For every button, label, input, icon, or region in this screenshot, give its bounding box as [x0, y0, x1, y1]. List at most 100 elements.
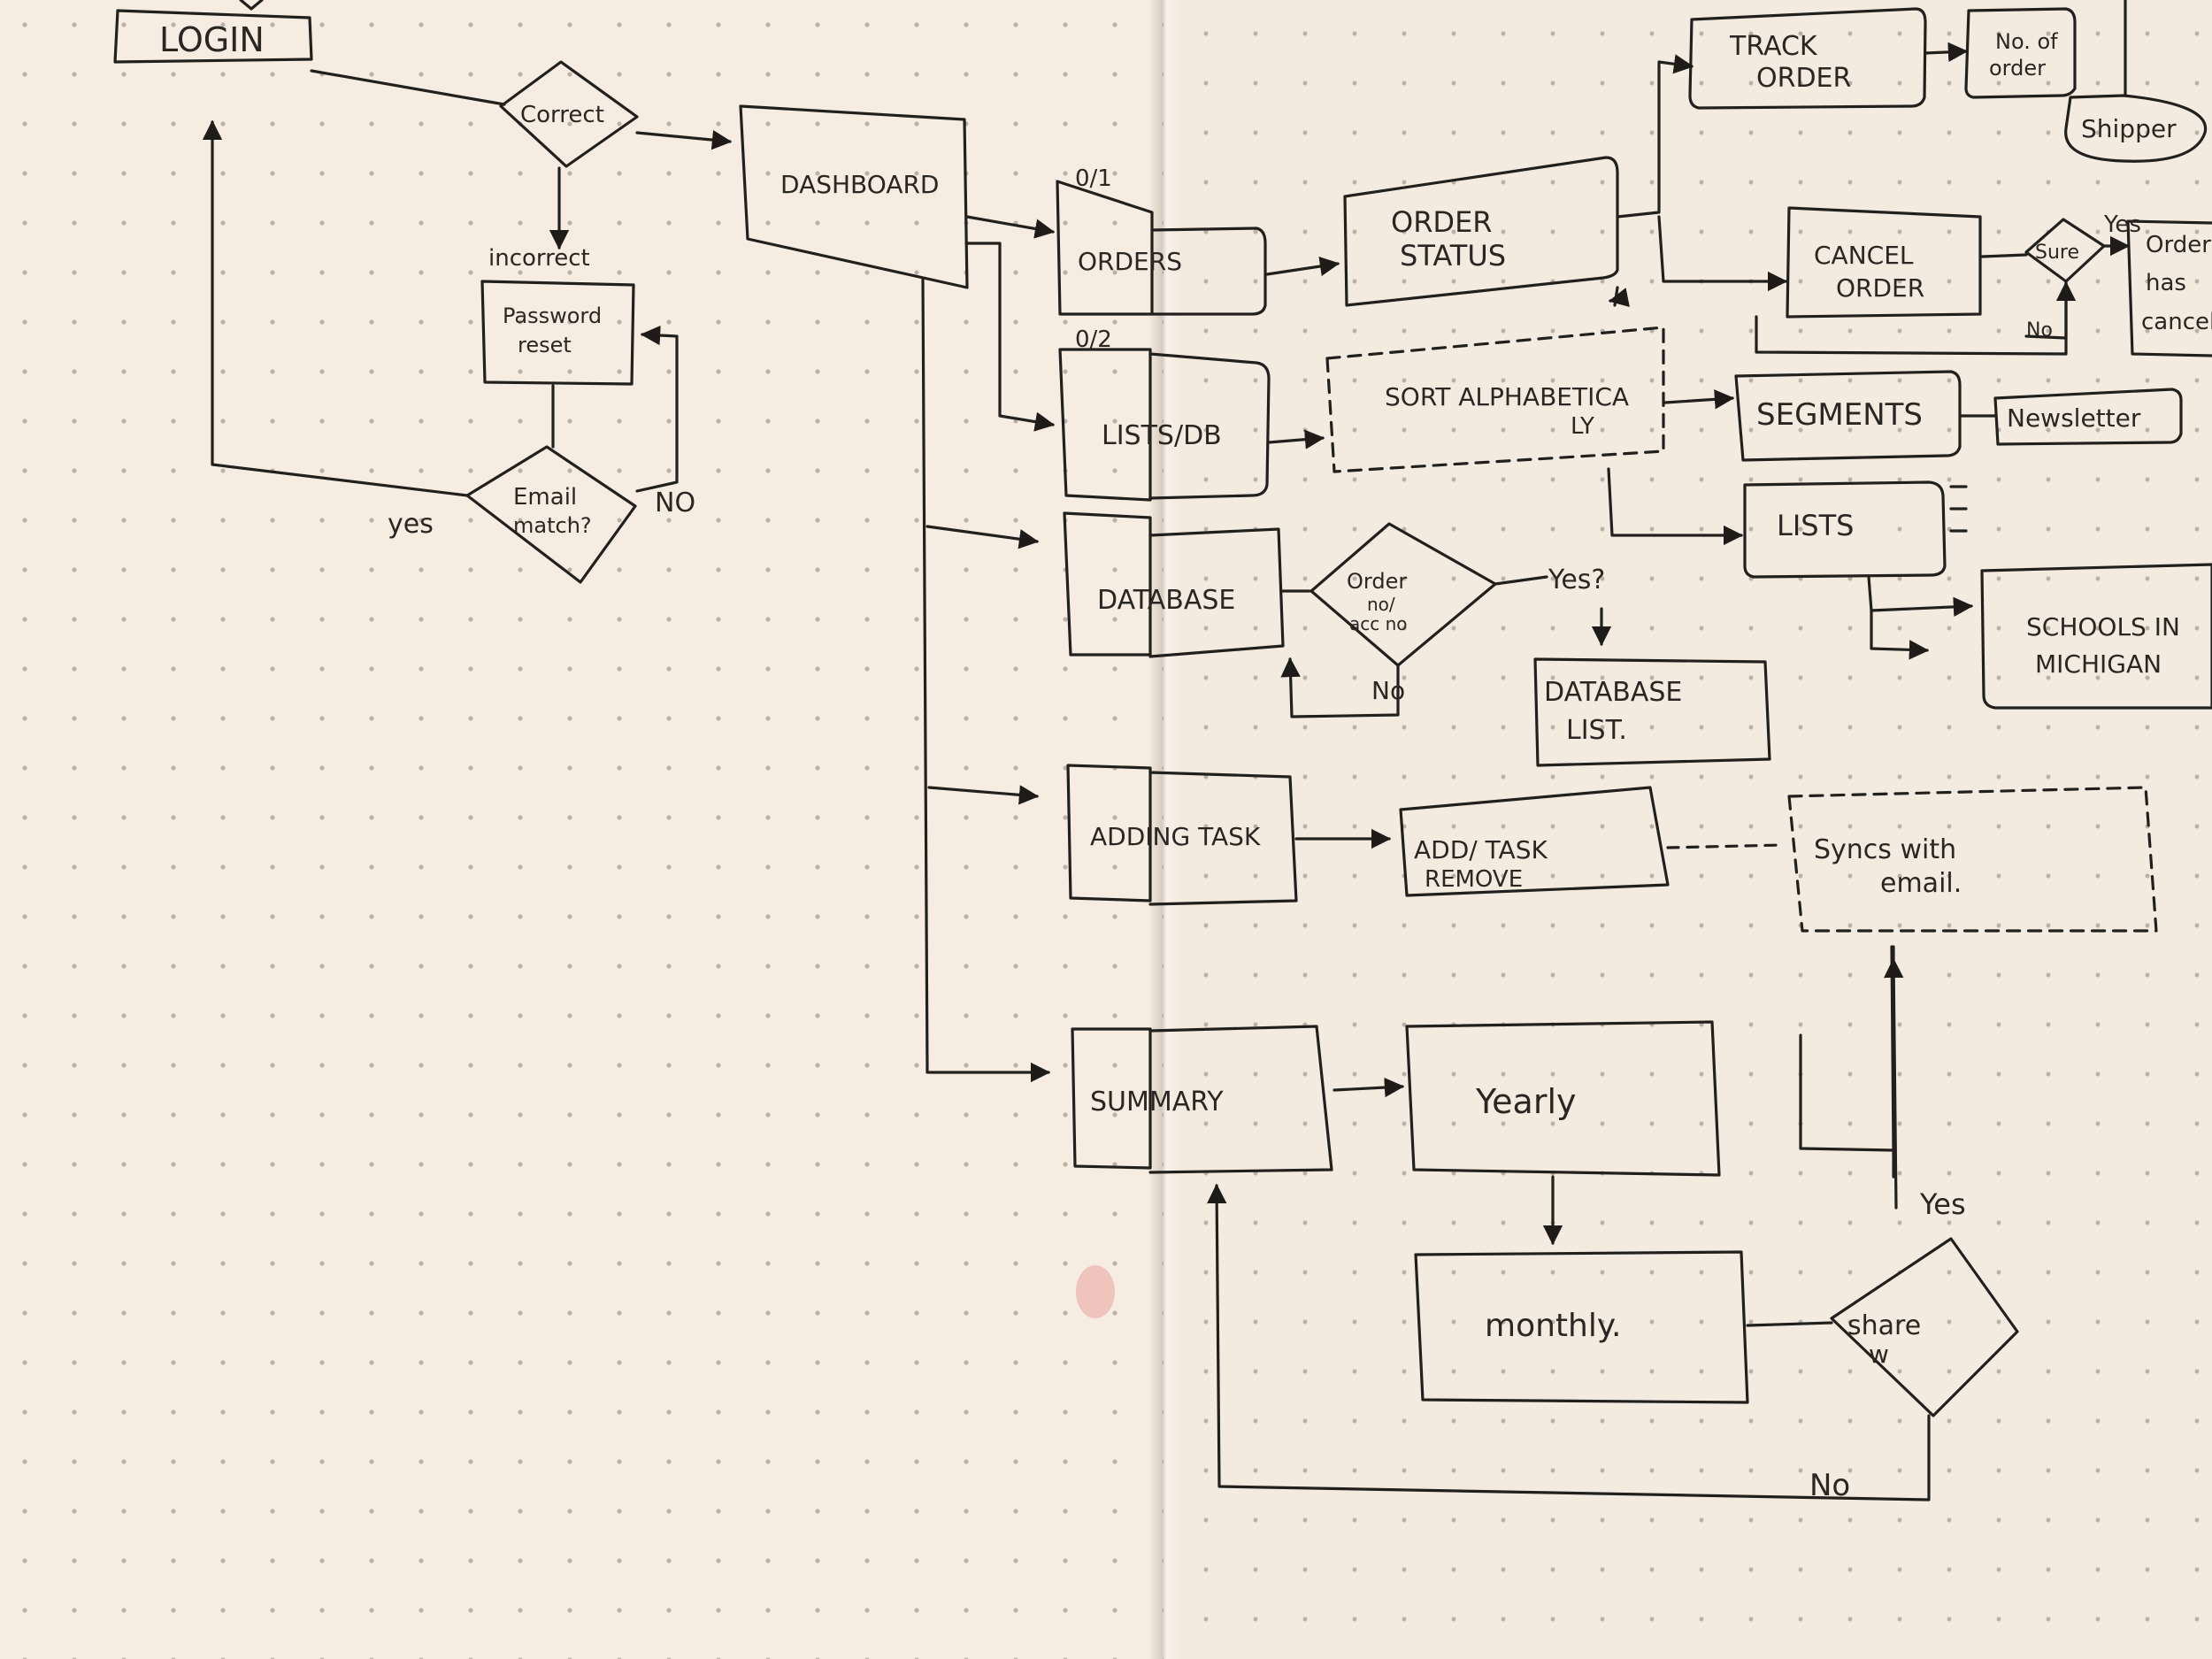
status-branch — [1616, 54, 1694, 219]
correct-label: Correct — [520, 102, 604, 128]
listsdb-box-right — [1148, 352, 1271, 500]
order-status-label-1: ORDER — [1391, 205, 1493, 239]
sort-to-lists — [1607, 467, 1744, 546]
adding-task-label: ADDING TASK — [1090, 822, 1261, 851]
yes-cancel-label: Yes — [2103, 211, 2141, 238]
database-list-label-1: DATABASE — [1544, 677, 1682, 708]
lists-box — [1743, 480, 1947, 579]
newsletter-box — [1993, 388, 2183, 446]
yes-login-label: yes — [388, 509, 434, 540]
no-cancel-label: No — [2026, 319, 2053, 342]
orders-badge: 0/1 — [1075, 165, 1112, 192]
login-label: LOGIN — [159, 20, 265, 59]
no-of-order-label-1: No. of — [1995, 29, 2058, 54]
segments-box — [1734, 370, 1962, 462]
database-list-label-2: LIST. — [1566, 715, 1627, 746]
schools-box — [1980, 563, 2212, 710]
lists-badge: 0/2 — [1075, 326, 1112, 353]
monthly-to-share — [1746, 1321, 1833, 1327]
track-label-2: ORDER — [1756, 63, 1851, 94]
order-cancelled-box — [2126, 219, 2212, 357]
addremove-to-syncs — [1666, 843, 1785, 849]
trunk-to-adding — [927, 785, 1040, 805]
email-yes-to-login — [202, 119, 469, 497]
reset-label: reset — [518, 333, 572, 357]
track-to-noorder — [1924, 42, 1969, 63]
database-label: DATABASE — [1097, 585, 1235, 616]
syncs-box — [1787, 786, 2158, 933]
lists-label: LISTS — [1777, 509, 1854, 542]
correct-diamond — [499, 60, 639, 168]
correct-to-dashboard — [635, 129, 733, 150]
dashboard-to-lists — [964, 242, 1056, 432]
newsletter-label: Newsletter — [2007, 403, 2141, 433]
lists-to-sort — [1267, 429, 1325, 449]
no-of-order-label-2: order — [1989, 56, 2046, 81]
orders-box-right — [1150, 227, 1267, 316]
track-label-1: TRACK — [1729, 31, 1818, 62]
syncs-label-1: Syncs with — [1814, 834, 1956, 865]
cancel-order-box — [1786, 206, 1982, 319]
password-label: Password — [503, 303, 602, 328]
database-box-right — [1148, 527, 1285, 658]
yearly-box — [1405, 1020, 1721, 1177]
orders-label: ORDERS — [1078, 247, 1182, 276]
email-no-back — [635, 325, 679, 493]
order-cancel-label-3: cancel — [2141, 309, 2212, 335]
sort-return — [1608, 288, 1630, 308]
order-status-box — [1343, 156, 1619, 307]
sure-no-up — [2024, 280, 2077, 340]
listsdb-label: LISTS/DB — [1102, 420, 1222, 451]
lists-to-schools — [1867, 575, 1974, 618]
adding-task-box-right — [1148, 771, 1298, 906]
summary-box-left — [1071, 1027, 1152, 1170]
database-box-left — [1063, 511, 1152, 657]
order-cancel-label-2: has — [2146, 270, 2186, 296]
no-of-order-box — [1964, 7, 2077, 99]
order-status-label-2: STATUS — [1400, 239, 1506, 273]
adding-task-box-left — [1066, 764, 1152, 902]
schools-label-2: MICHIGAN — [2035, 649, 2162, 679]
login-to-correct — [310, 69, 506, 106]
share-label-2: w — [1869, 1340, 1889, 1369]
dashboard-trunk — [921, 277, 929, 1074]
no-db-label: No — [1371, 676, 1405, 705]
lists-to-schools-2 — [1870, 609, 1930, 660]
ink-smudge — [1076, 1265, 1115, 1318]
add-task-label-1: ADD/ TASK — [1414, 835, 1548, 864]
shipper-label: Shipper — [2081, 114, 2177, 143]
email-match-diamond — [465, 445, 637, 584]
trunk-to-database — [926, 525, 1040, 549]
share-yes-arrow — [1884, 957, 1904, 1210]
sort-to-segments — [1663, 389, 1735, 410]
order-acc-label-1: Order — [1347, 569, 1407, 594]
status-to-cancel — [1657, 215, 1788, 292]
order-acc-label-3: acc no — [1349, 613, 1408, 634]
login-box — [113, 9, 313, 64]
syncs-label-2: email. — [1880, 868, 1962, 899]
no-share-label: No — [1809, 1468, 1850, 1503]
track-order-box — [1688, 7, 1927, 110]
sort-alpha-box — [1325, 326, 1665, 473]
order-acc-diamond — [1310, 522, 1497, 667]
schools-label-1: SCHOOLS IN — [2026, 612, 2180, 641]
listsdb-box-left — [1058, 348, 1152, 502]
incorrect-label: incorrect — [488, 245, 590, 272]
dashboard-box — [739, 104, 969, 289]
no-reset-label: NO — [655, 488, 695, 518]
order-cancel-label-1: Order — [2146, 232, 2211, 258]
dashboard-label: DASHBOARD — [780, 170, 939, 199]
yes-db-label: Yes? — [1548, 565, 1605, 595]
orders-to-status — [1265, 256, 1340, 277]
share-no-back — [1206, 1183, 1931, 1502]
summary-box-right — [1148, 1025, 1333, 1174]
order-acc-label-2: no/ — [1367, 594, 1395, 615]
diamond-yes — [1494, 575, 1548, 586]
yearly-label: Yearly — [1475, 1082, 1577, 1121]
summary-label: SUMMARY — [1090, 1087, 1224, 1118]
shipper-ellipse — [2064, 94, 2208, 163]
sort-label-2: LY — [1571, 413, 1594, 440]
share-diamond — [1830, 1237, 2019, 1417]
password-reset-box — [480, 280, 635, 386]
